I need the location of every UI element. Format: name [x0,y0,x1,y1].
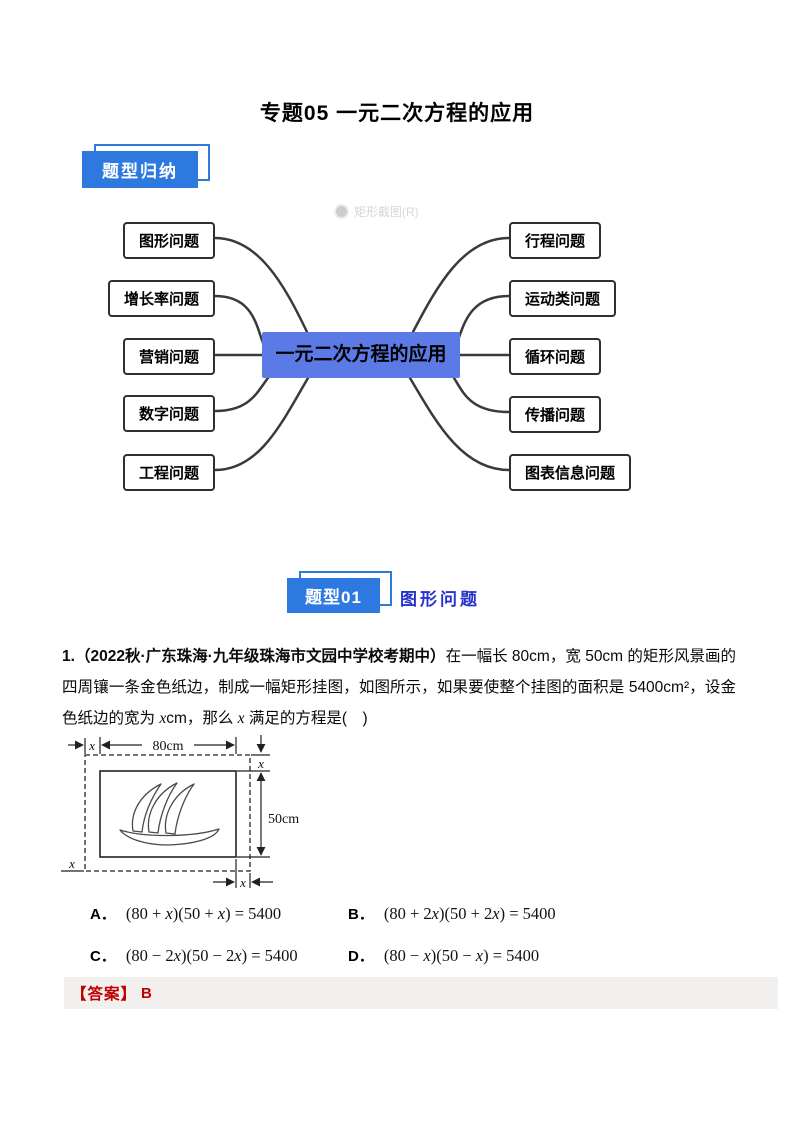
margin-x-label: x [239,875,246,890]
option-a: A．(80 + x)(50 + x) = 5400 [90,903,281,924]
mindmap-node-marketing: 营销问题 [122,338,215,375]
option-expression: ) = 5400 [499,904,556,923]
type01-badge-label: 题型01 [287,578,380,613]
option-letter: C． [90,948,116,965]
section-title: 图形问题 [400,590,480,609]
screenshot-tool-remnant: 矩形截图(R) [336,203,419,220]
problem-body: cm，那么 [166,710,238,727]
capture-hint-label: 矩形截图(R) [354,205,419,219]
variable-x: x [492,904,500,923]
variable-x: x [423,946,431,965]
option-expression: (80 + 2 [383,904,432,923]
mindmap-node-growth-rate: 增长率问题 [107,280,215,317]
variable-x: x [431,904,439,923]
mindmap-node-journey: 行程问题 [509,222,602,259]
type-summary-badge: 题型归纳 [82,144,210,188]
mindmap-center-node: 一元二次方程的应用 [262,332,460,378]
problem-source: 1.（2022秋·广东珠海·九年级珠海市文园中学校考期中） [62,648,446,665]
mindmap-node-engineering: 工程问题 [122,454,215,491]
option-letter: A． [90,906,116,923]
option-expression: )(50 − [430,946,476,965]
variable-x: x [165,904,173,923]
variable-x: x [234,946,242,965]
mindmap-node-cycle: 循环问题 [509,338,602,375]
option-expression: (80 − 2 [125,946,174,965]
picture-frame-figure: 80cm 50cm x x x x [61,735,299,890]
option-b: B．(80 + 2x)(50 + 2x) = 5400 [348,903,556,924]
variable-x: x [217,904,226,923]
outer-dashed-rect [84,754,251,872]
mindmap-connectors [213,236,511,472]
page-title: 专题05 一元二次方程的应用 [259,102,535,125]
variable-x: x [173,946,181,965]
mindmap: 矩形截图(R) 图形问题 增长率问题 营销问题 数字问题 工程问题 一元二次方程… [0,200,794,500]
type-summary-badge-label: 题型归纳 [82,151,198,188]
margin-x-label: x [68,856,75,871]
mindmap-node-motion: 运动类问题 [509,280,617,317]
option-c: C．(80 − 2x)(50 − 2x) = 5400 [90,945,298,966]
option-expression: ) = 5400 [241,946,298,965]
option-expression: ) = 5400 [483,946,540,965]
variable-x: x [237,710,245,727]
type01-badge: 题型01 [287,571,392,613]
boat-hull [119,828,220,846]
option-expression: )(50 + 2 [438,904,493,923]
width-dimension-label: 80cm [152,739,183,754]
sail-1 [131,783,162,833]
option-expression: )(50 − 2 [180,946,235,965]
option-expression: (80 + [125,904,166,923]
mindmap-node-graphic: 图形问题 [122,222,215,259]
dimension-lines [61,735,273,888]
option-expression: )(50 + [172,904,218,923]
problem-text: 1.（2022秋·广东珠海·九年级珠海市文园中学校考期中）在一幅长 80cm，宽… [62,641,736,734]
mindmap-node-spread: 传播问题 [509,396,602,433]
sail-2 [147,782,178,834]
answer-label: 【答案】 [71,986,138,1003]
option-d: D．(80 − x)(50 − x) = 5400 [348,945,539,966]
height-dimension-label: 50cm [268,812,299,827]
option-letter: B． [348,906,374,923]
answer-bar: 【答案】 B [64,977,778,1009]
option-expression: (80 − [383,946,424,965]
sailboat-illustration [119,782,220,846]
option-letter: D． [348,948,374,965]
mindmap-node-chart-info: 图表信息问题 [509,454,632,491]
variable-x: x [475,946,484,965]
sail-3 [164,783,195,835]
mindmap-node-number: 数字问题 [122,395,215,432]
margin-x-label: x [257,756,264,771]
option-expression: ) = 5400 [225,904,282,923]
answer-value: B [141,984,152,1002]
problem-body: 在一幅长 80cm，宽 50cm 的矩形风景画的四周镶一条金色纸边，制成一幅矩形… [62,648,736,727]
margin-x-label: x [88,738,95,753]
capture-dot-icon [336,206,347,217]
variable-x: x [159,710,167,727]
problem-body: 满足的方程是( ) [244,710,368,727]
section-header: 题型01 图形问题 [0,571,794,618]
